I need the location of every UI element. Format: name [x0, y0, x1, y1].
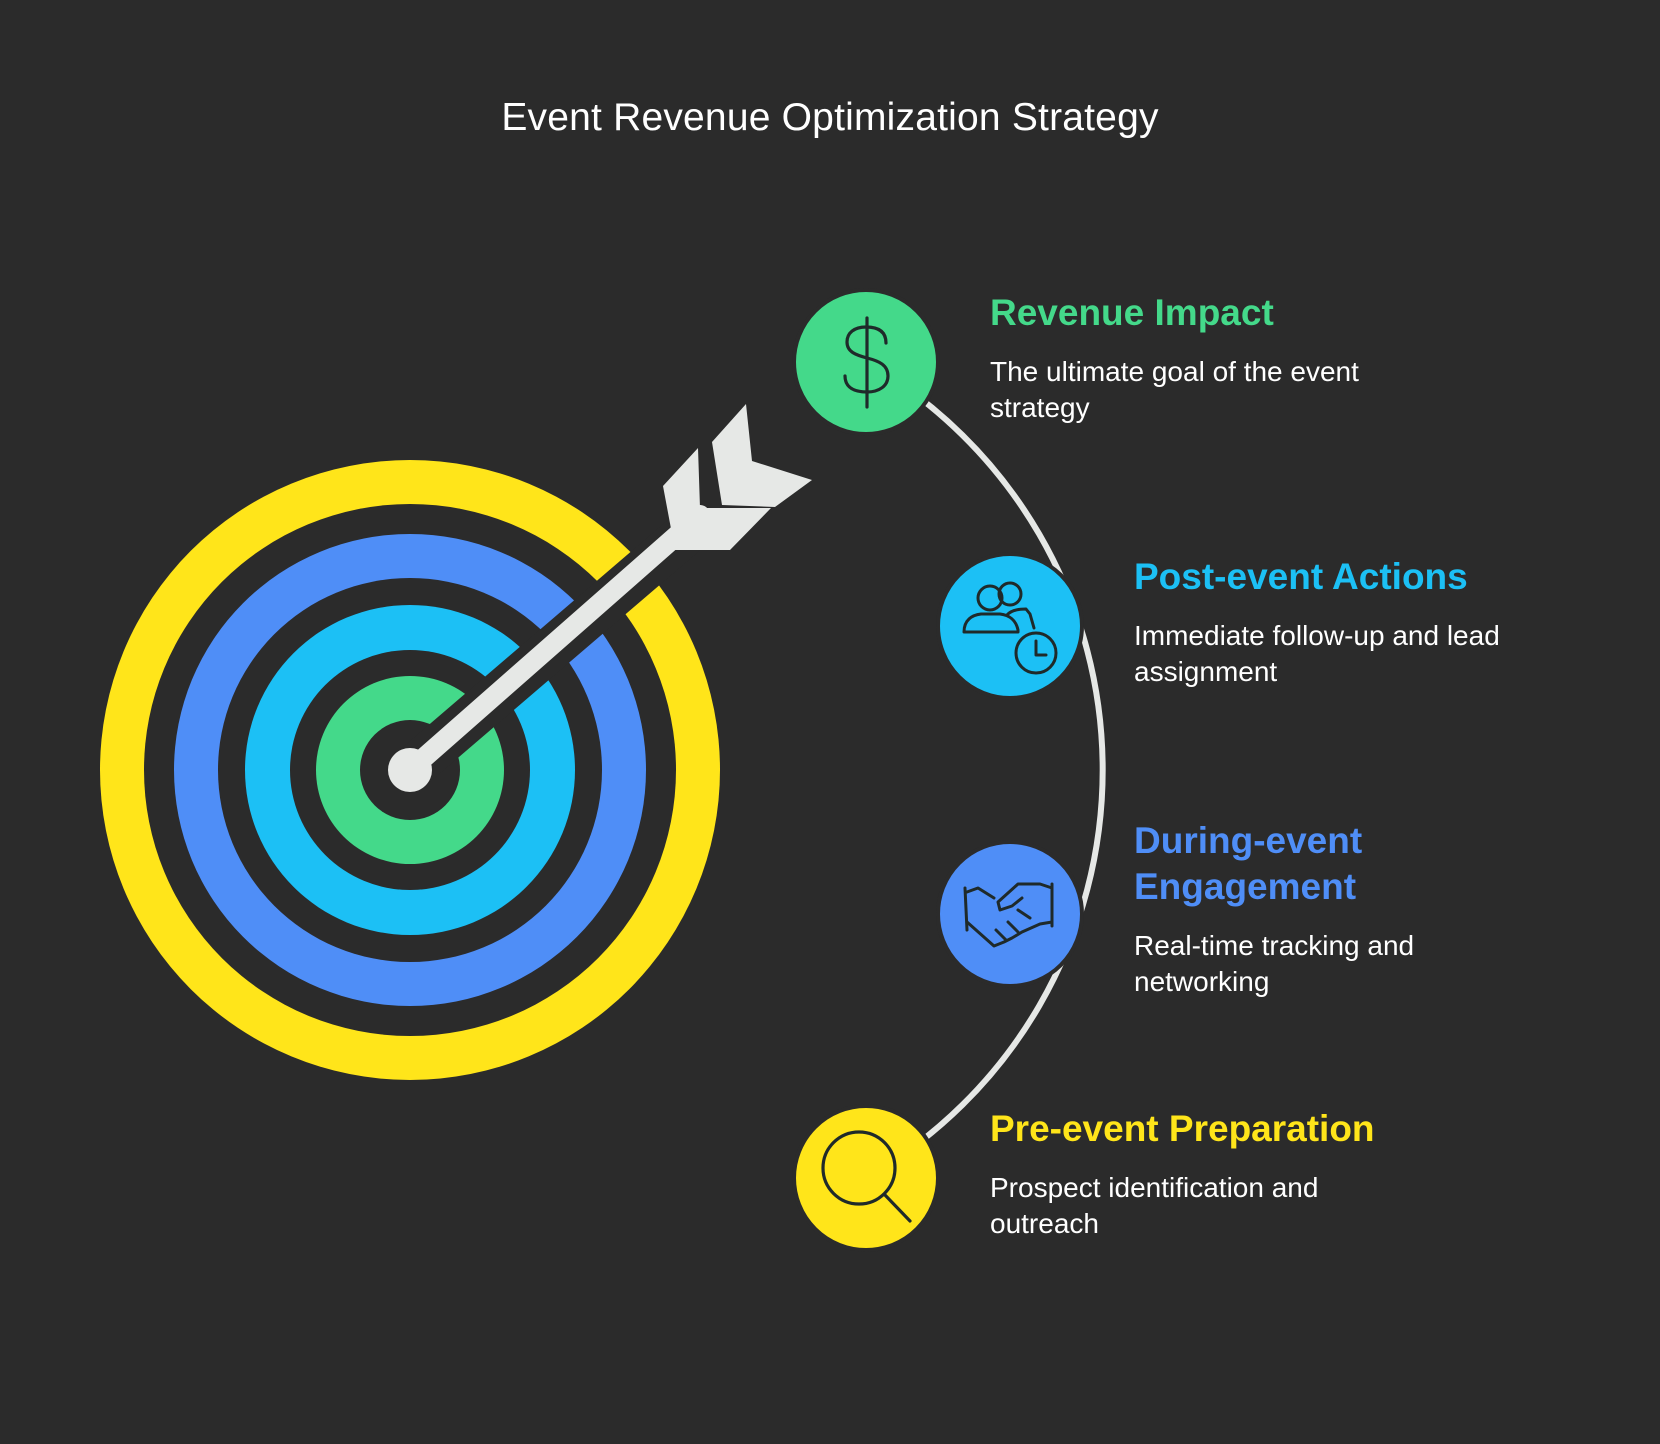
stage-title: During-event Engagement [1134, 818, 1494, 910]
stage-title: Revenue Impact [990, 290, 1550, 336]
stage-description: Immediate follow-up and lead assignment [1134, 618, 1554, 690]
stage-description: Prospect identification and outreach [990, 1170, 1410, 1242]
stage-title: Pre-event Preparation [990, 1106, 1550, 1152]
stage-description: The ultimate goal of the event strategy [990, 354, 1410, 426]
page-title: Event Revenue Optimization Strategy [0, 96, 1660, 140]
stage-circle-post [938, 554, 1082, 698]
stage-revenue-impact: Revenue Impact The ultimate goal of the … [990, 290, 1550, 426]
stage-title: Post-event Actions [1134, 554, 1660, 600]
stage-description: Real-time tracking and networking [1134, 928, 1554, 1000]
stage-icon-revenue [794, 290, 938, 434]
stage-icon-pre [794, 1106, 938, 1250]
stage-during-event-engagement: During-event Engagement Real-time tracki… [1134, 818, 1494, 1000]
stage-pre-event-preparation: Pre-event Preparation Prospect identific… [990, 1106, 1550, 1242]
arrow-fletching-2 [712, 404, 812, 507]
stage-circle-during [938, 842, 1082, 986]
stage-icon-post [938, 554, 1082, 698]
stage-icon-during [938, 842, 1082, 986]
stage-connector-arc [866, 362, 1103, 1178]
stage-circle-pre [794, 1106, 938, 1250]
arrow-tip [388, 748, 432, 792]
stage-post-event-actions: Post-event Actions Immediate follow-up a… [1134, 554, 1660, 690]
